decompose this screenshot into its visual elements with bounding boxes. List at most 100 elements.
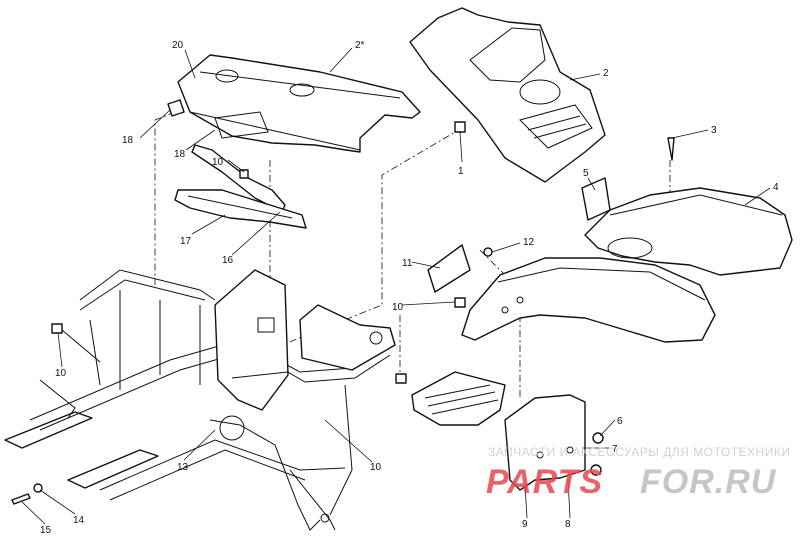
mid-fender-body (461, 257, 716, 343)
frame-rail-lower (99, 439, 346, 491)
callout-3: 3 (711, 125, 717, 136)
callout-18: 18 (174, 149, 186, 160)
callout-numbers: 20 2* 2 3 1 18 18 10 17 16 5 4 12 11 10 … (40, 40, 779, 536)
leader (524, 484, 528, 519)
callout-17: 17 (180, 236, 192, 247)
leader (569, 73, 601, 81)
footrest (411, 371, 506, 426)
frame-rail-top-inner (79, 279, 206, 311)
callout-12: 12 (523, 237, 535, 248)
fasteners (11, 121, 675, 505)
plate-cutout (257, 317, 275, 333)
callout-7: 7 (612, 444, 618, 455)
leader (21, 501, 46, 525)
screw-part-3 (667, 137, 675, 161)
callout-8: 8 (565, 519, 571, 530)
rack-vent-panel (214, 111, 269, 139)
rack-opening-right (289, 83, 315, 97)
frame-front-brace (289, 469, 336, 531)
frame-center-plate (214, 269, 289, 411)
mid-fender (461, 257, 716, 343)
mud-flap-part-9 (504, 394, 586, 491)
front-rack (167, 54, 421, 153)
console-rectangular-window (469, 27, 546, 83)
flap-hole (566, 446, 574, 454)
rack-clip (167, 99, 185, 117)
callout-10: 10 (392, 302, 404, 313)
console-vent (519, 104, 593, 149)
console-body (409, 7, 606, 183)
leader (329, 47, 353, 73)
callout-16: 16 (222, 255, 234, 266)
bolt-part-12 (483, 247, 493, 257)
frame-pivot (219, 415, 245, 441)
mid-fender-crease (497, 267, 706, 301)
decal-part-5 (581, 177, 611, 221)
callout-4: 4 (773, 182, 779, 193)
callout-6: 6 (617, 416, 623, 427)
rack-opening-left (215, 69, 239, 83)
rear-fender-recess (607, 237, 653, 259)
callout-5: 5 (583, 168, 589, 179)
frame-footrest-left (4, 411, 93, 449)
frame-rail-lower-inner (109, 449, 306, 501)
bolt-part-10 (51, 323, 63, 334)
front-console (409, 7, 606, 183)
callout-2-star: 2* (355, 40, 365, 51)
leader (459, 131, 463, 163)
leader (185, 129, 216, 151)
frame-mount-hole (369, 331, 383, 345)
decals (427, 177, 611, 293)
leader (324, 419, 373, 463)
leader (491, 242, 521, 253)
rear-fender-crease (609, 194, 783, 216)
leader (183, 429, 216, 461)
callout-1: 1 (458, 166, 464, 177)
leader (231, 211, 281, 256)
reflector-part-17 (174, 189, 307, 229)
bumper-assembly (174, 144, 307, 229)
leader (411, 261, 441, 269)
bolt-part-10 (395, 373, 407, 384)
watermark-logo-right: FOR.RU (640, 463, 777, 501)
main-frame (4, 269, 396, 531)
callout-10: 10 (212, 157, 224, 168)
rear-fender-body (584, 187, 793, 276)
frame-rail-top (79, 269, 216, 301)
decal-part-11 (427, 244, 471, 293)
watermark-caption: ЗАПЧАСТИ И АКСЕССУАРЫ ДЛЯ МОТОТЕХНИКИ (488, 445, 790, 459)
leader (567, 477, 571, 519)
frame-bracket-tab (39, 379, 76, 419)
bolt-part-15 (11, 493, 31, 505)
callout-18: 18 (122, 135, 134, 146)
callout-10: 10 (370, 462, 382, 473)
callout-13: 13 (177, 462, 189, 473)
console-vent-slats (527, 115, 587, 139)
reflector-line (187, 195, 293, 219)
clip-part-1 (454, 121, 466, 133)
leader (587, 177, 596, 191)
leader (744, 187, 771, 206)
watermark-logo-left: PARTS (486, 463, 603, 501)
alignment-line (154, 111, 176, 285)
leader (599, 419, 616, 437)
leader (184, 49, 196, 79)
leader (139, 109, 171, 139)
nut-part-6 (590, 464, 602, 476)
leader (227, 159, 245, 173)
callout-9: 9 (522, 519, 528, 530)
leader (671, 129, 709, 139)
front-rack-body (177, 54, 421, 153)
footrest-treads (424, 384, 499, 415)
leader (401, 301, 456, 306)
rack-edge-line (199, 71, 401, 99)
leader-lines (21, 47, 771, 525)
callout-15: 15 (40, 525, 52, 536)
watermark: ЗАПЧАСТИ И АКСЕССУАРЫ ДЛЯ МОТОТЕХНИКИ PA… (486, 445, 790, 501)
plate-edge (231, 371, 289, 379)
frame-foot-hole (320, 513, 330, 523)
mid-fender-hole (501, 306, 509, 314)
frame-front-plate (299, 304, 396, 371)
